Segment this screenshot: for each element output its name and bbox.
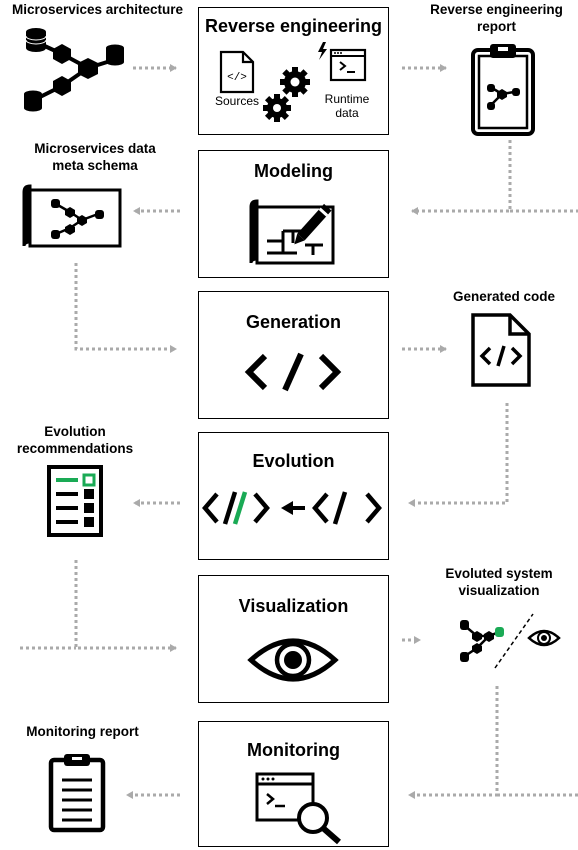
svg-text:</>: </> <box>227 72 247 84</box>
stage-title: Modeling <box>254 161 333 181</box>
generated-code-label: Generated code <box>452 289 556 304</box>
label-line: Evolution <box>44 424 106 439</box>
label-line: meta schema <box>52 158 138 173</box>
evoluted-system-eye-icon <box>460 613 561 669</box>
stage-title: Monitoring <box>247 740 340 760</box>
stage-reverse-engineering: Reverse engineering </> Sources <box>198 7 389 135</box>
meta-schema-label: Microservices data meta schema <box>10 140 180 174</box>
label-line: recommendations <box>16 441 134 456</box>
stage-visualization: Visualization <box>198 575 389 703</box>
label-line: Evoluted system <box>445 566 553 581</box>
blueprint-pencil-icon <box>249 199 335 265</box>
label-line: visualization <box>458 583 540 598</box>
stage-monitoring: Monitoring <box>198 721 389 847</box>
label-line: report <box>476 19 516 34</box>
code-brackets-icon <box>244 352 342 392</box>
monitoring-clipboard-icon <box>48 754 106 833</box>
label-line: Microservices data <box>34 141 156 156</box>
arrow-recommendations-to-visualization <box>74 560 177 652</box>
label-line: Reverse engineering <box>430 2 563 17</box>
gears-icon <box>263 67 310 122</box>
source-file-icon: </> <box>219 50 255 94</box>
arrow-evoluted-to-monitoring <box>408 686 499 799</box>
evoluted-visualization-label: Evoluted system visualization <box>420 565 578 599</box>
stage-generation: Generation <box>198 291 389 419</box>
monitoring-report-label: Monitoring report <box>26 724 139 739</box>
runtime-label-line2: data <box>335 106 359 120</box>
code-evolution-icon <box>202 491 382 525</box>
sources-label: Sources <box>214 94 260 108</box>
arrow-code-to-evolution <box>408 403 509 507</box>
stage-title: Evolution <box>252 451 335 471</box>
microservices-architecture-label: Microservices architecture <box>11 2 184 17</box>
stage-modeling: Modeling <box>198 150 389 278</box>
evolution-recommendations-label: Evolution recommendations <box>10 423 140 457</box>
stage-title: Visualization <box>238 596 349 616</box>
eye-icon <box>247 638 339 682</box>
arrow-schema-to-generation <box>74 263 177 353</box>
arrow-report-to-modeling <box>411 140 512 215</box>
stage-title: Reverse engineering <box>204 16 383 36</box>
recommendations-checklist-icon <box>47 465 103 537</box>
reverse-engineering-report-label: Reverse engineering report <box>415 1 578 35</box>
blueprint-schema-icon <box>22 184 122 248</box>
terminal-magnifier-icon <box>255 772 341 845</box>
code-file-icon <box>471 313 531 387</box>
stage-title: Generation <box>245 312 342 332</box>
microservices-graph-icon <box>24 28 124 112</box>
clipboard-graph-icon <box>471 44 535 136</box>
runtime-terminal-icon <box>318 42 367 82</box>
runtime-label: Runtime data <box>311 92 383 120</box>
stage-evolution: Evolution <box>198 432 389 560</box>
runtime-label-line1: Runtime <box>324 92 370 106</box>
